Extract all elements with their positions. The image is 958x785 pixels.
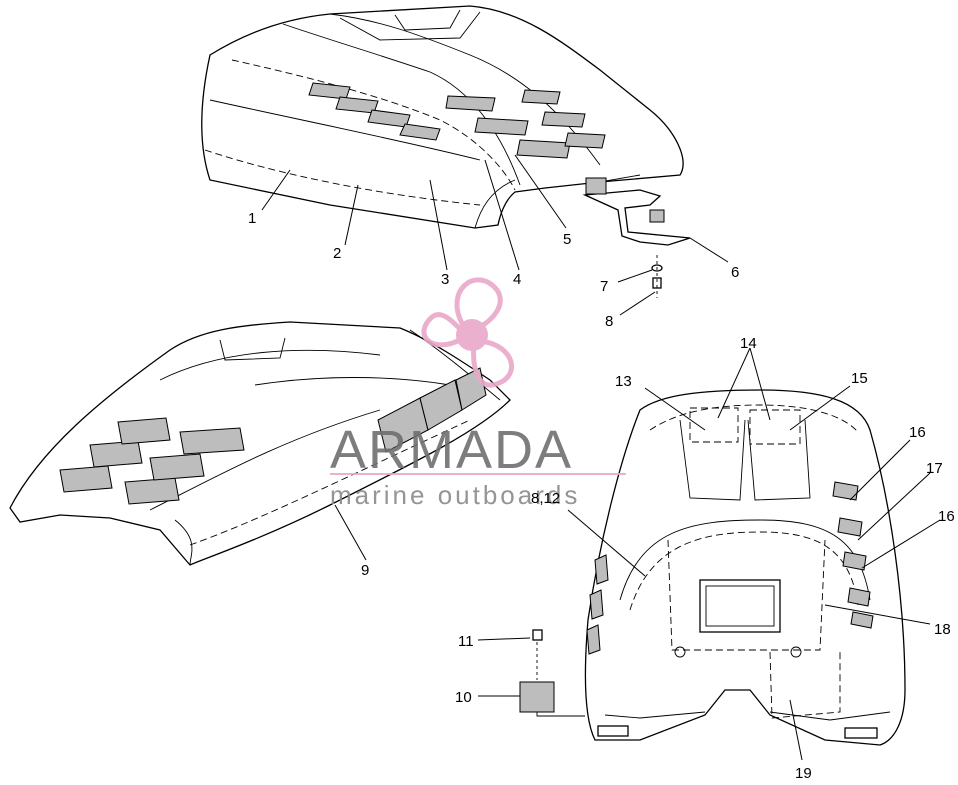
propeller-icon <box>421 277 514 388</box>
callout-label: 11 <box>458 633 474 650</box>
callout-labels: 1 2 3 4 5 6 7 8 9 10 11 8,12 13 14 15 16… <box>248 210 955 782</box>
callout-label: 16 <box>909 424 926 441</box>
callout-label: 3 <box>441 271 449 288</box>
callout-label: 13 <box>615 373 632 390</box>
callout-label: 15 <box>851 370 868 387</box>
watermark-brand: ARMADA <box>330 420 573 480</box>
callout-label: 18 <box>934 621 951 638</box>
callout-label: 19 <box>795 765 812 780</box>
callout-label: 7 <box>600 278 608 295</box>
watermark-tagline: marine outboards <box>330 480 580 510</box>
hood-side-view <box>9 321 511 566</box>
callout-label: 16 <box>938 508 955 525</box>
callout-label: 17 <box>926 460 943 477</box>
leader-lines <box>261 154 941 761</box>
callout-label: 2 <box>333 245 341 262</box>
callout-label: 8 <box>605 313 613 330</box>
callout-label: 5 <box>563 231 571 248</box>
callout-label: 4 <box>513 271 521 288</box>
hood-underside-view <box>519 389 906 746</box>
callout-label: 14 <box>740 335 757 352</box>
callout-label: 6 <box>731 264 739 281</box>
armada-watermark: ARMADA marine outboards <box>330 277 626 510</box>
callout-label: 1 <box>248 210 256 227</box>
callout-label: 8,12 <box>531 490 560 507</box>
callout-label: 10 <box>455 689 472 706</box>
callout-label: 9 <box>361 562 369 579</box>
hood-top-view <box>201 5 691 298</box>
